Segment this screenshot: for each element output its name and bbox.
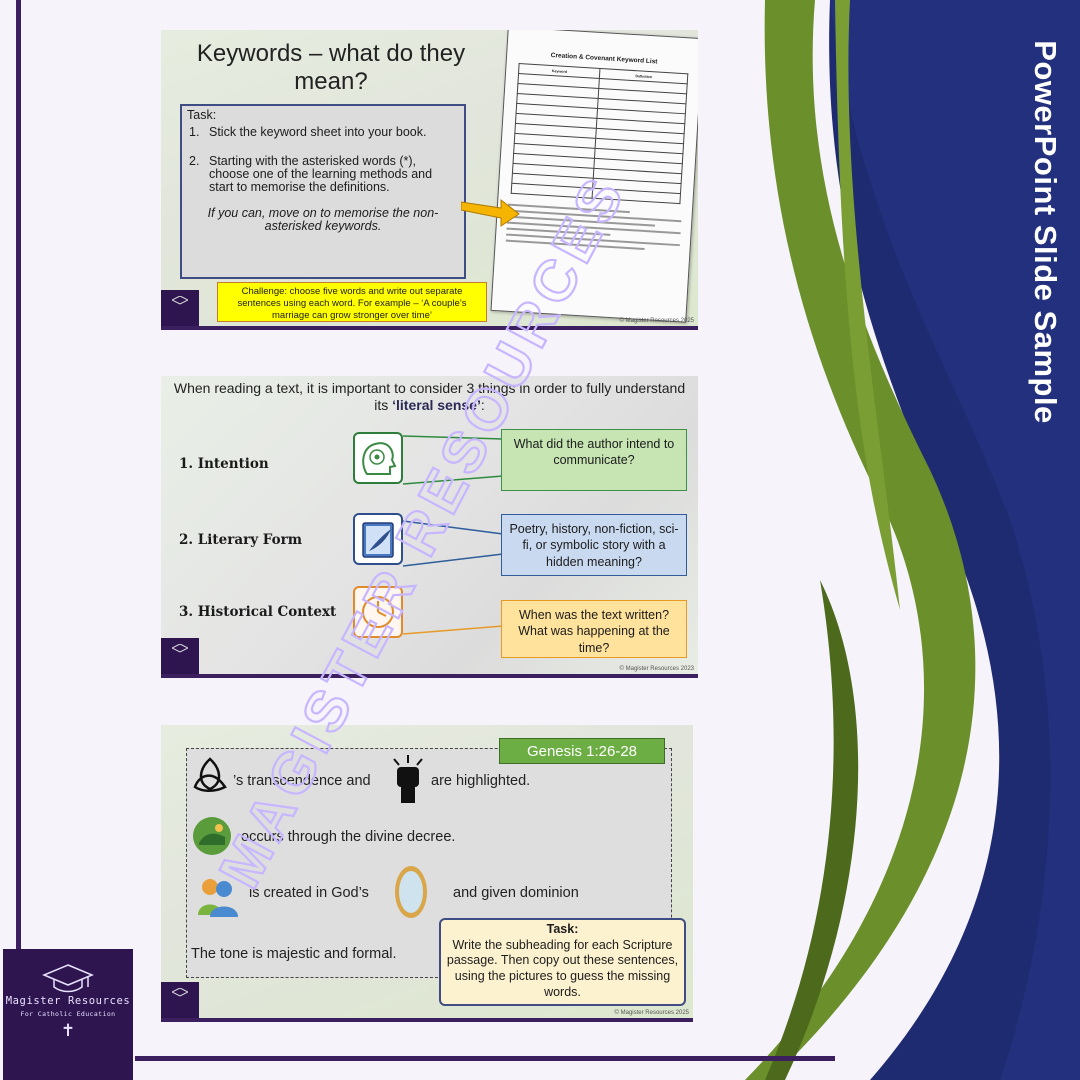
historical-context-bubble: When was the text written? What was happ… [501,600,687,658]
connector-lines [402,435,504,635]
row-label-intention: 1. Intention [179,456,269,472]
trinity-knot-icon [193,757,227,792]
intro-text: When reading a text, it is important to … [173,380,686,413]
head-target-icon [353,432,403,484]
sentence-3-part-b: and given dominion [453,885,579,901]
literary-form-bubble: Poetry, history, non-fiction, sci-fi, or… [501,514,687,576]
slide-footer-bar [161,1018,693,1022]
challenge-box: Challenge: choose five words and write o… [217,282,487,322]
literal-sense-term: ‘literal sense’ [392,396,481,413]
sentence-4: The tone is majestic and formal. [191,946,397,962]
step-text: Starting with the asterisked words (*), … [209,154,433,195]
slide-literal-sense: When reading a text, it is important to … [161,376,698,678]
mini-logo [161,290,199,326]
task-heading: Task: [546,922,579,936]
sentence-1-part-b: are highlighted. [431,773,531,789]
book-quill-icon [353,513,403,565]
row-label-literary-form: 2. Literary Form [179,532,303,548]
brand-name: Magister Resources [5,995,131,1007]
brand-logo: Magister Resources For Catholic Educatio… [3,949,133,1080]
graduation-cap-icon [42,964,94,993]
copyright: © Magister Resources 2025 [619,318,694,324]
task-heading: Task: [187,108,217,122]
arrow-icon [461,198,520,227]
slide-footer-bar [161,674,698,678]
task-box: Task: Write the subheading for each Scri… [439,918,686,1006]
clock-icon [353,586,403,638]
slide-intro: When reading a text, it is important to … [171,380,688,414]
people-icon [198,879,238,917]
slide-keywords: Keywords – what do they mean? Task: 1. S… [161,30,698,330]
brand-tagline: For Catholic Education [20,1010,116,1018]
task-step: 2. Starting with the asterisked words (*… [187,154,459,195]
keyword-sheet-image: Creation & Covenant Keyword List Keyword… [490,30,698,323]
bottom-divider-rule [135,1056,835,1061]
sentence-2: occurs through the divine decree. [241,829,456,845]
mirror-icon [395,866,427,918]
slide-title: Keywords – what do they mean? [196,40,466,95]
side-title: PowerPoint Slide Sample [1028,40,1063,424]
mini-logo [161,638,199,674]
step-text: Stick the keyword sheet into your book. [209,125,427,139]
row-label-historical-context: 3. Historical Context [179,604,337,620]
scripture-tag: Genesis 1:26-28 [499,738,665,764]
copyright: © Magister Resources 2023 [619,666,694,672]
task-step: 1. Stick the keyword sheet into your boo… [187,125,459,139]
copyright: © Magister Resources 2025 [614,1010,689,1016]
intro-punct: : [480,396,485,413]
creation-animals-icon [193,817,231,855]
task-body: Write the subheading for each Scripture … [446,937,679,999]
slide-footer-bar [161,326,698,330]
sentence-1-part-a: ’s transcendence and [233,773,371,789]
left-divider-rule [16,0,21,960]
task-note: If you can, move on to memorise the non-… [207,205,439,234]
step-number: 2. [189,154,200,169]
cross-icon: ✝ [60,1021,76,1040]
step-number: 1. [189,125,200,139]
sentence-3-part-a: is created in God’s [249,885,369,901]
task-box: Task: 1. Stick the keyword sheet into yo… [180,104,466,279]
slide-genesis: Genesis 1:26-28 ’s transcendence and are… [161,725,693,1022]
mini-logo [161,982,199,1018]
intention-bubble: What did the author intend to communicat… [501,429,687,491]
raised-fist-icon [393,755,423,803]
